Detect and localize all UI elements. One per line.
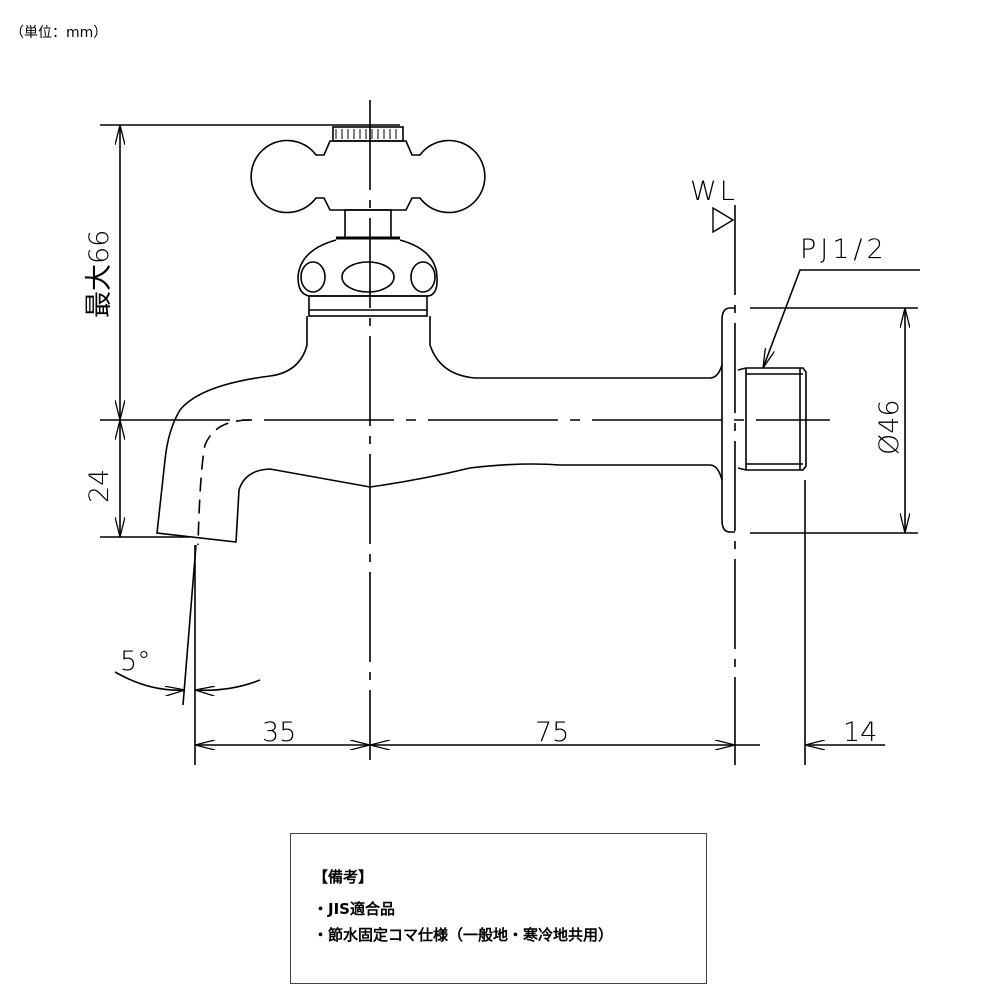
dim-angle-label: 5° — [120, 646, 151, 677]
faucet-body — [156, 316, 723, 543]
dim-body-length-label: 75 — [535, 717, 569, 748]
wall-line-label: WL — [690, 176, 738, 207]
handle — [250, 126, 486, 317]
thread-spec-label: PJ1/2 — [800, 234, 888, 265]
notes-item: ・JIS適合品 — [313, 900, 395, 918]
notes-title: 【備考】 — [313, 868, 374, 886]
dim-spout-offset-label: 35 — [262, 717, 296, 748]
dim-spout-drop-label: 24 — [84, 469, 115, 503]
water-level-icon — [712, 206, 735, 234]
threaded-nipple — [737, 367, 807, 471]
dim-flange-label: Ø46 — [874, 399, 905, 455]
dim-max-height-label: 最大66 — [84, 230, 115, 318]
flange — [721, 307, 735, 533]
notes-box: 【備考】 ・JIS適合品 ・節水固定コマ仕様（一般地・寒冷地共用） — [290, 833, 707, 984]
notes-item: ・節水固定コマ仕様（一般地・寒冷地共用） — [313, 926, 614, 944]
dim-thread-length-label: 14 — [843, 717, 877, 748]
unit-label: （単位：mm） — [10, 25, 108, 41]
